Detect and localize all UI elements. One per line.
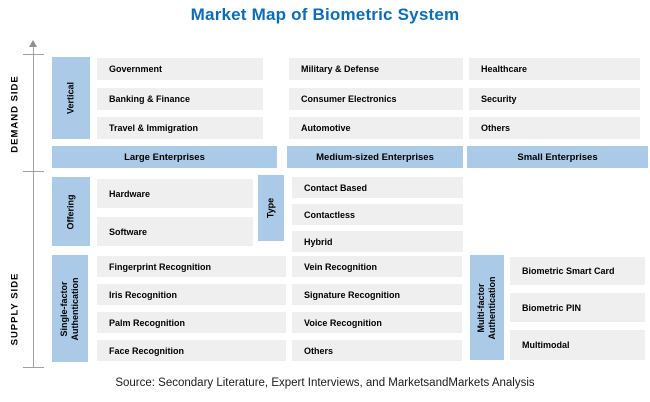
box-consumer-electronics: Consumer Electronics — [289, 88, 463, 110]
supply-side-label: SUPPLY SIDE — [9, 272, 21, 346]
supply-side-label-wrap: SUPPLY SIDE — [1, 252, 29, 366]
type-category-label: Type — [265, 197, 276, 219]
axis-tick-middle — [23, 171, 44, 172]
axis-tick-top — [23, 54, 44, 55]
box-others-supply: Others — [292, 340, 462, 361]
box-iris-recognition: Iris Recognition — [97, 284, 286, 305]
offering-category-box: Offering — [52, 177, 90, 246]
page-title: Market Map of Biometric System — [190, 5, 460, 24]
axis-arrow-up-icon — [29, 40, 37, 47]
box-fingerprint-recognition: Fingerprint Recognition — [97, 256, 286, 277]
box-biometric-smart-card: Biometric Smart Card — [510, 257, 645, 285]
demand-side-label-wrap: DEMAND SIDE — [1, 57, 29, 171]
box-military-defense: Military & Defense — [289, 58, 463, 80]
box-automotive: Automotive — [289, 117, 463, 139]
box-software: Software — [97, 217, 253, 246]
vertical-category-label: Vertical — [65, 81, 76, 115]
box-palm-recognition: Palm Recognition — [97, 312, 286, 333]
offering-category-label: Offering — [65, 194, 76, 229]
box-voice-recognition: Voice Recognition — [292, 312, 462, 333]
box-hybrid: Hybrid — [292, 231, 463, 252]
box-multimodal: Multimodal — [510, 330, 645, 360]
box-signature-recognition: Signature Recognition — [292, 284, 462, 305]
single-factor-category-label: Single-factor Authentication — [59, 277, 80, 340]
box-travel-immigration: Travel & Immigration — [97, 117, 263, 139]
box-others-demand: Others — [469, 117, 640, 139]
box-security: Security — [469, 88, 640, 110]
box-medium-enterprises: Medium-sized Enterprises — [287, 146, 463, 168]
axis-line — [33, 46, 34, 368]
single-factor-category-box: Single-factor Authentication — [52, 255, 88, 362]
box-contact-based: Contact Based — [292, 177, 463, 198]
box-vein-recognition: Vein Recognition — [292, 256, 462, 277]
box-face-recognition: Face Recognition — [97, 340, 286, 361]
box-healthcare: Healthcare — [469, 58, 640, 80]
box-small-enterprises: Small Enterprises — [467, 146, 648, 168]
box-contactless: Contactless — [292, 204, 463, 225]
box-government: Government — [97, 58, 263, 80]
multi-factor-category-label: Multi-factor Authentication — [476, 276, 497, 339]
demand-side-label: DEMAND SIDE — [9, 75, 21, 153]
box-biometric-pin: Biometric PIN — [510, 293, 645, 322]
type-category-box: Type — [258, 175, 284, 241]
box-banking-finance: Banking & Finance — [97, 88, 263, 110]
source-note: Source: Secondary Literature, Expert Int… — [115, 377, 535, 389]
vertical-category-box: Vertical — [52, 57, 90, 139]
multi-factor-category-box: Multi-factor Authentication — [470, 255, 504, 360]
axis-tick-bottom — [23, 367, 44, 368]
box-hardware: Hardware — [97, 179, 253, 208]
box-large-enterprises: Large Enterprises — [52, 146, 277, 168]
